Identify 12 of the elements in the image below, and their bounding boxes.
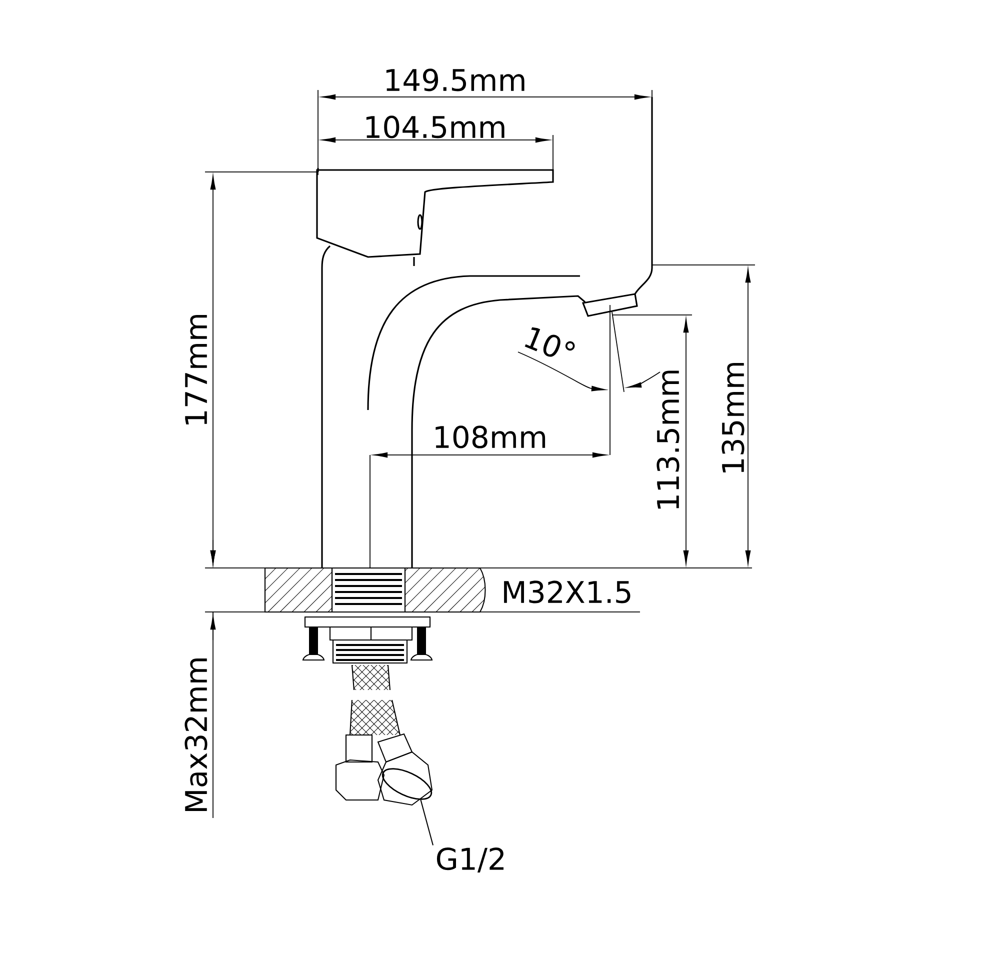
dimension-label: 177mm — [185, 314, 207, 424]
dimension-label: M32X1.5 — [504, 580, 630, 604]
dimension-label: 104.5mm — [366, 116, 504, 138]
callout-text: G1/2 — [436, 848, 504, 872]
dimension-label: 149.5mm — [386, 68, 524, 92]
thread-opening — [382, 768, 432, 800]
leader-line — [420, 800, 434, 846]
dimension-label: Max32mm — [184, 658, 208, 812]
dimension-label: 135mm — [722, 362, 744, 472]
dimension-label: 108mm — [436, 426, 546, 448]
dimension-label: 113.5mm — [656, 370, 680, 509]
dimension-label: 10° — [524, 327, 575, 357]
